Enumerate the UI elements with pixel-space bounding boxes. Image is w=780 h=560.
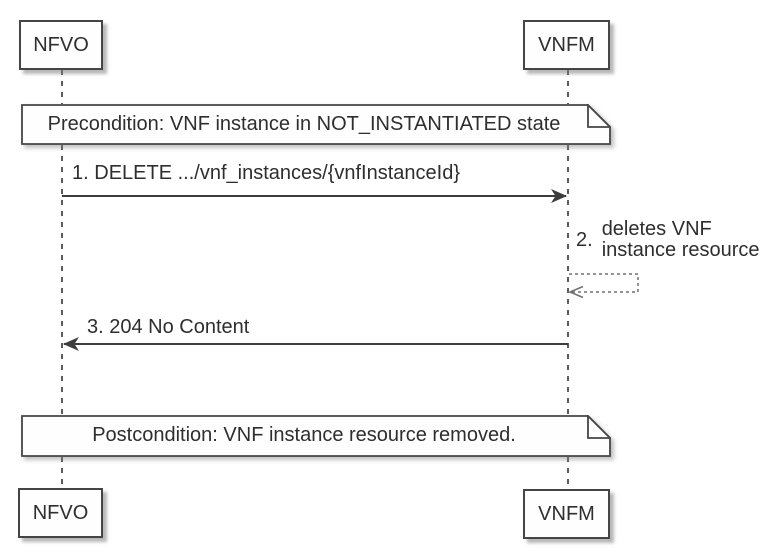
message-1-number: 1. (72, 162, 89, 184)
note-fold-corner-icon (587, 104, 611, 128)
note-precondition-text: Precondition: VNF instance in NOT_INSTAN… (47, 113, 561, 135)
participant-box-vnfm-top: VNFM (523, 20, 610, 70)
message-2-self-loop (569, 273, 639, 293)
message-1-label: 1. DELETE .../vnf_instances/{vnfInstance… (72, 162, 460, 185)
message-2-label: 2. deletes VNF instance resource (576, 219, 760, 261)
message-2-text: deletes VNF instance resource (601, 218, 760, 261)
note-shape (21, 104, 611, 145)
participant-label: VNFM (538, 502, 595, 525)
participant-label: VNFM (538, 33, 595, 56)
note-postcondition: Postcondition: VNF instance resource rem… (21, 415, 611, 457)
message-2-number: 2. (576, 228, 593, 251)
participant-label: NFVO (32, 501, 89, 524)
participant-box-nfvo-bottom: NFVO (18, 488, 103, 538)
message-2-open-arrowhead-icon (568, 285, 584, 299)
participant-box-vnfm-bottom: VNFM (523, 489, 610, 539)
note-shape (21, 415, 611, 457)
participant-label: NFVO (33, 33, 89, 56)
note-postcondition-text: Postcondition: VNF instance resource rem… (92, 424, 516, 446)
message-3-number: 3. (87, 316, 104, 338)
note-precondition: Precondition: VNF instance in NOT_INSTAN… (21, 104, 611, 145)
participant-box-nfvo-top: NFVO (19, 20, 103, 70)
message-1-text: DELETE .../vnf_instances/{vnfInstanceId} (94, 162, 461, 184)
note-fold-corner-icon (587, 415, 611, 439)
message-3-text: 204 No Content (109, 316, 250, 338)
message-3-label: 3. 204 No Content (87, 316, 249, 339)
